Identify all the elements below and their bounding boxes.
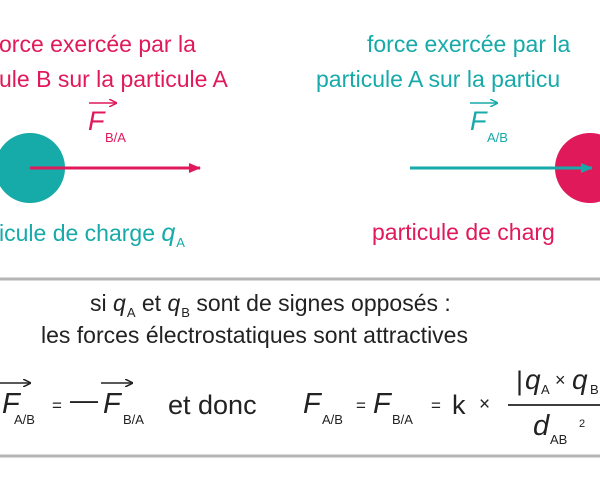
numerator-times: × — [555, 370, 566, 390]
formula-k: k — [452, 390, 466, 420]
formula-equals-1: = — [52, 396, 62, 415]
formula-equals-2: = — [356, 396, 366, 415]
formula-et-donc: et donc — [168, 390, 257, 420]
right-charge-label: particule de charg — [372, 219, 555, 245]
left-force-label-line1: orce exercée par la — [0, 31, 196, 57]
right-force-label-line1: force exercée par la — [367, 31, 571, 57]
formula-times: × — [479, 394, 491, 415]
right-force-label-line2: particule A sur la particu — [316, 66, 561, 92]
numerator-abs-bar: | — [516, 366, 524, 396]
left-force-label-line2: ule B sur la particule A — [0, 66, 228, 92]
left-charge-label: icule de charge qA — [0, 219, 185, 250]
condition-line1: si qA et qB sont de signes opposés : — [90, 290, 451, 320]
formula-equals-3: = — [431, 396, 441, 415]
formula-minus: — — [70, 384, 98, 415]
condition-line2: les forces électrostatiques sont attract… — [41, 322, 468, 348]
